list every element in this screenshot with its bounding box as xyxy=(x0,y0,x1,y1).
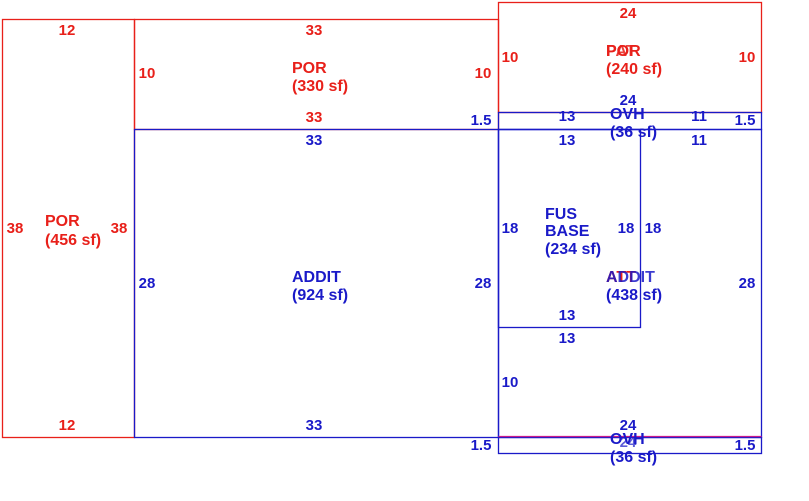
addit-right-dim-left-inner: 18 xyxy=(645,220,662,237)
addit-right-dim-left-lower: 10 xyxy=(502,374,519,391)
ovh-top-dim-bottom-right: 11 xyxy=(691,132,707,149)
fus-base-dim-bottom: 13 xyxy=(559,307,576,324)
fus-base-dim-left: 18 xyxy=(502,220,519,237)
addit-right-dim-bottom: 24 xyxy=(620,417,637,434)
addit-right-label: ADDIT xyxy=(606,269,655,286)
addit-main-dim-right: 28 xyxy=(475,275,492,292)
por-left-dim-top: 12 xyxy=(59,22,76,39)
addit-main-dim-bottom: 33 xyxy=(306,417,323,434)
ovh-top-dim-top-left: 13 xyxy=(559,108,576,125)
por-top-dim-left: 10 xyxy=(139,65,156,82)
addit-right-dim-right: 28 xyxy=(739,275,756,292)
pat-right-label: PAT xyxy=(606,43,636,60)
addit-main-area: (924 sf) xyxy=(292,287,348,304)
por-left-dim-bottom: 12 xyxy=(59,417,76,434)
ovh-top-dim-top: 24 xyxy=(620,92,637,109)
ovh-top-dim-right: 1.5 xyxy=(735,112,756,129)
fus-base-dim-right: 18 xyxy=(618,220,635,237)
por-left-area: (456 sf) xyxy=(45,232,101,249)
por-top-area: (330 sf) xyxy=(292,78,348,95)
por-top-label: POR xyxy=(292,60,327,77)
por-top-dim-top: 33 xyxy=(306,22,323,39)
ovh-top-dim-left: 1.5 xyxy=(471,112,492,129)
ovh-top-label: OVH xyxy=(610,106,645,123)
ovh-bottom-area: (36 sf) xyxy=(610,449,657,466)
fus-base-area: (234 sf) xyxy=(545,241,601,258)
ovh-top-dim-bottom-left: 13 xyxy=(559,132,576,149)
ovh-top-dim-top-right: 11 xyxy=(691,108,707,125)
por-right-dim-top: 24 xyxy=(620,5,637,22)
addit-right-dim-top-lower: 13 xyxy=(559,330,576,347)
por-left-label: POR xyxy=(45,213,80,230)
ovh-bottom-label: OVH xyxy=(610,431,645,448)
att-right-label: ATT xyxy=(606,269,636,286)
addit-main-dim-top: 33 xyxy=(306,132,323,149)
por-left-dim-left: 38 xyxy=(7,220,24,237)
fus-base-outline xyxy=(497,128,642,329)
addit-main-label: ADDIT xyxy=(292,269,341,286)
ovh-bottom-overlap-dim: 24 xyxy=(620,434,637,451)
por-right-dim-left: 10 xyxy=(502,49,519,66)
addit-right-area: (438 sf) xyxy=(606,287,662,304)
por-right-area: (240 sf) xyxy=(606,61,662,78)
por-top-dim-bottom: 33 xyxy=(306,109,323,126)
addit-main-dim-left: 28 xyxy=(139,275,156,292)
ovh-top-area: (36 sf) xyxy=(610,124,657,141)
ovh-bottom-dim-right: 1.5 xyxy=(735,437,756,454)
por-left-dim-right: 38 xyxy=(111,220,128,237)
por-right-dim-right: 10 xyxy=(739,49,756,66)
ovh-bottom-outline xyxy=(497,436,763,455)
por-right-label: POR xyxy=(606,43,641,60)
por-top-dim-right: 10 xyxy=(475,65,492,82)
fus-base-label-line1: FUS xyxy=(545,206,577,223)
ovh-bottom-dim-left: 1.5 xyxy=(471,437,492,454)
fus-base-label-line2: BASE xyxy=(545,223,590,240)
